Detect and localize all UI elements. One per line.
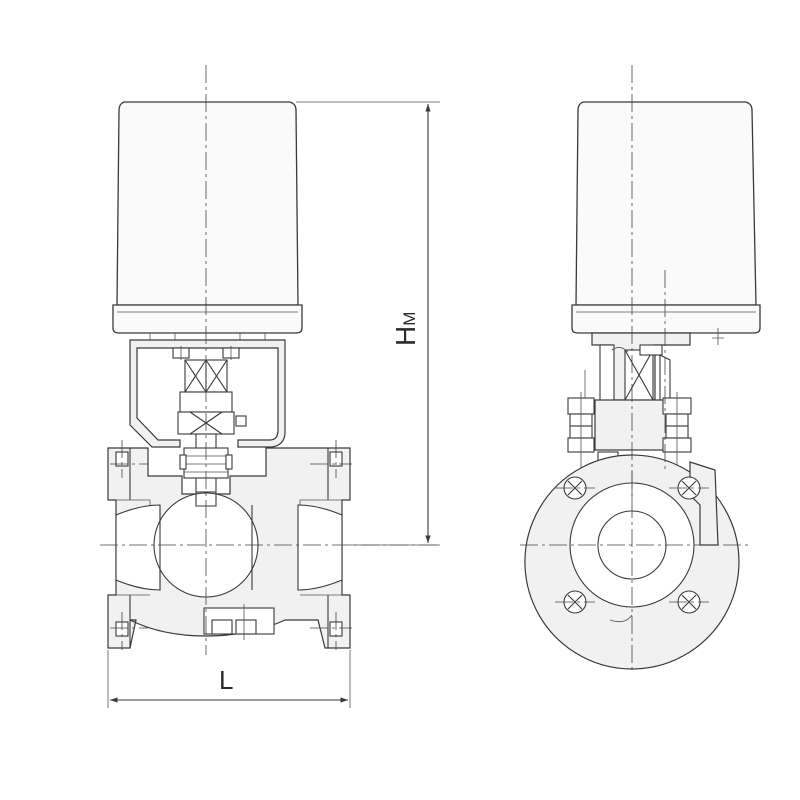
- front-actuator-cover: [116, 101, 299, 306]
- height-symbol: H: [390, 325, 421, 346]
- side-actuator-cover: [575, 101, 757, 306]
- length-dimension: [107, 650, 351, 708]
- front-actuator-base: [112, 304, 303, 334]
- height-dimension-label: HM: [390, 300, 430, 360]
- length-dimension-label: L: [219, 665, 234, 695]
- side-actuator-base: [571, 304, 761, 334]
- front-mounting-bracket: [129, 339, 286, 448]
- side-view: [520, 65, 761, 670]
- front-bore: [115, 504, 161, 591]
- height-subscript: M: [400, 311, 419, 326]
- front-view: [100, 65, 440, 708]
- height-dimension: [296, 101, 440, 546]
